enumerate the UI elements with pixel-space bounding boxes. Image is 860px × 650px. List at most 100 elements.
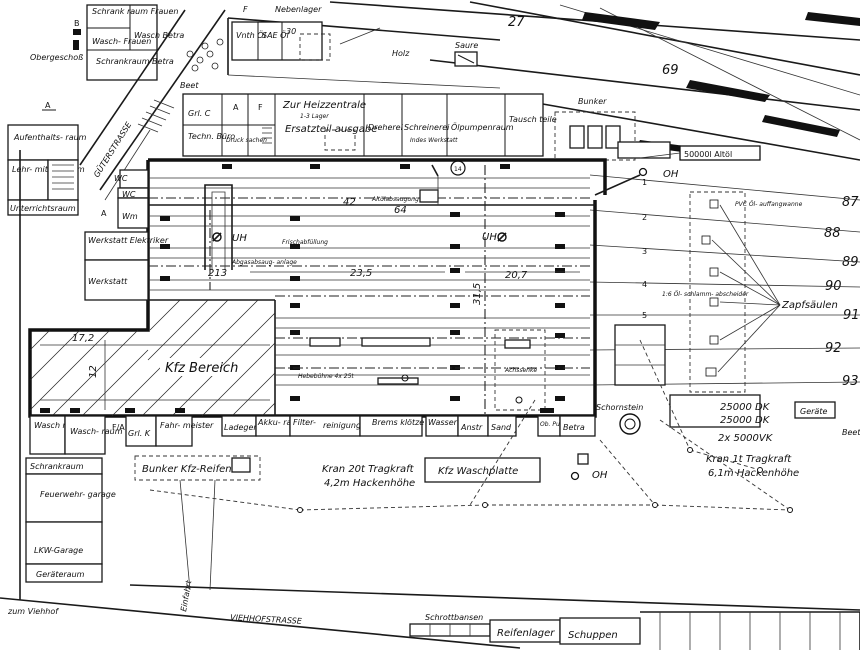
room-sand: Sand — [491, 423, 512, 432]
room-ersatzteilausgabe: Ersatzteil ausgabe — [285, 124, 377, 135]
label-kran-20t-hoehe: 4,2m Hackenhöhe — [324, 478, 415, 489]
railway-tracks: 27 69 87 88 89 90 91 92 93 — [329, 1, 860, 389]
fuel-station: OH 1 2 3 4 5 6 7 PVC Öl- auffangwanne 1:… — [594, 167, 860, 444]
label-hebebuehne: Hebebühne 4x 25t — [298, 373, 354, 380]
room-vnth-oel: Vnth Öl — [236, 30, 267, 40]
label-schornstein: Schornstein — [596, 403, 643, 412]
label-nebenlager: Nebenlager — [275, 5, 322, 14]
tank-vk: 2x 5000VK — [718, 433, 774, 444]
room-unterrichtsraum: Unterrichtsraum — [10, 204, 76, 213]
label-b-top: B — [74, 19, 80, 28]
garages: Schrankraum Feuerwehr- garage LKW-Garage… — [19, 150, 116, 600]
room-tauschteile: Tausch teile — [509, 115, 557, 124]
label-schrottbansen: Schrottbansen — [425, 613, 483, 622]
room-reinigung: reinigung — [323, 421, 361, 430]
room-waschraum-b: Wasch- raum — [70, 427, 123, 436]
room-filter: Filter- — [293, 418, 316, 427]
label-frischabfuellung: Frischabfüllung — [282, 239, 328, 246]
label-saure: Saure — [455, 41, 478, 50]
label-a-west: A — [101, 209, 107, 218]
north-room-row: Grl. C Techn. Büro A F Druck sachen Zur … — [182, 93, 557, 157]
street-viehhofstrasse: VIEHHOFSTRASSE — [230, 613, 303, 626]
label-kran-1t-hoehe: 6,1m Hackenhöhe — [708, 468, 799, 479]
room-schreinerei: Schreinerei — [404, 123, 450, 132]
label-schlammabscheider: 1:6 Öl- schlamm- abscheider — [662, 291, 749, 298]
track-87: 87 — [842, 195, 859, 210]
yard-area: Bunker Kfz-Reifen Kfz Waschplatte Kran 2… — [134, 339, 799, 513]
west-rooms: WC WC Wm A Werkstatt Elektriker Werkstat… — [84, 169, 169, 301]
label-oh-south: OH — [592, 470, 608, 481]
lane-2: 2 — [642, 213, 647, 222]
area-kfz-bereich: Kfz Bereich — [165, 361, 238, 376]
lane-4: 4 — [642, 280, 647, 289]
label-fa: F/A — [112, 423, 125, 432]
dim-23-5: 23,5 — [350, 268, 372, 279]
viehhofstrasse: zum Viehhof VIEHHOFSTRASSE Einfahrt Schr… — [0, 479, 860, 650]
room-feuerwehrgarage: Feuerwehr- garage — [40, 490, 116, 499]
room-fahrmeister: Fahr- meister — [160, 421, 214, 430]
label-obergeschoss: Obergeschoß — [30, 53, 83, 62]
label-altoelabsaugung: Altölabsaugung — [371, 196, 419, 203]
room-schrankraum-frauen: Schrank raum Frauen — [92, 7, 178, 16]
room-sae-oel: SAE Öl — [262, 30, 289, 40]
label-uh-left: UH — [232, 233, 247, 244]
label-beet-right: Beet — [842, 428, 860, 437]
room-ladeger: Ladeger — [224, 423, 257, 432]
lane-3: 3 — [642, 247, 647, 256]
room-wc-2: WC — [122, 190, 136, 199]
room-number-30: 30 — [286, 27, 296, 36]
room-wc-1: WC — [114, 174, 128, 183]
tank-dk-1: 25000 DK — [720, 402, 771, 413]
room-ob-put: Ob. Put — [540, 421, 563, 428]
track-89: 89 — [842, 255, 859, 270]
track-27: 27 — [508, 15, 525, 30]
label-a-north: A — [233, 103, 239, 112]
label-altoel: 50000l Altöl — [684, 150, 732, 159]
room-drucksachen: Druck sachen — [226, 137, 267, 144]
dim-42: 42 — [343, 197, 356, 208]
room-akkuraum: Akku- raum — [257, 418, 305, 427]
room-waschraum-betra: Wasch Betra — [134, 31, 184, 40]
room-aufenthaltsraum: Aufenthalts- raum — [13, 133, 87, 142]
track-91: 91 — [843, 308, 860, 323]
room-geraeteraum: Geräteraum — [36, 570, 85, 579]
room-schuppen: Schuppen — [568, 630, 618, 641]
label-zum-viehhof: zum Viehhof — [7, 607, 59, 616]
label-bunker: Bunker — [578, 97, 607, 106]
room-dreherei: Dreherei — [368, 123, 404, 132]
label-zapfsaeulen: Zapfsäulen — [781, 300, 838, 311]
label-oh-north: OH — [663, 169, 679, 180]
room-grl-c: Grl. C — [188, 109, 211, 118]
label-uh-right: UH — [482, 232, 497, 243]
bunker-area: Bunker 50000l Altöl — [554, 97, 761, 161]
label-kfz-waschplatte: Kfz Waschplatte — [438, 466, 518, 477]
label-14: 14 — [454, 166, 462, 173]
label-einfahrt: Einfahrt — [179, 579, 193, 612]
trees — [186, 38, 224, 72]
dim-64: 64 — [394, 205, 407, 216]
dim-17-2: 17,2 — [72, 333, 94, 344]
track-69: 69 — [662, 63, 679, 78]
room-werkstatt: Werkstatt — [88, 277, 128, 286]
label-kran-20t: Kran 20t Tragkraft — [322, 464, 415, 475]
room-schrankraum: Schrankraum — [30, 462, 84, 471]
room-lkw-garage: LKW-Garage — [34, 546, 83, 555]
room-bremskloetze: Brems klötze — [372, 418, 424, 427]
lane-5: 5 — [642, 311, 647, 320]
room-waschraum-frauen: Wasch- Frauen — [92, 37, 151, 46]
label-abgasabsauganlage: Abgasabsaug- anlage — [231, 259, 297, 266]
label-bunker-kfz-reifen: Bunker Kfz-Reifen — [142, 464, 232, 475]
track-88: 88 — [824, 226, 841, 241]
main-hall: 14 Altölabsaugung 42 64 UH UH Frischabfü… — [28, 158, 607, 418]
room-lager: 1-3 Lager — [300, 113, 329, 120]
kfz-hatching — [29, 299, 276, 417]
label-f-north: F — [258, 103, 263, 112]
staff-annex: Schrank raum Frauen Wasch- Frauen Wasch … — [7, 4, 184, 216]
label-zur-heizzentrale: Zur Heizzentrale — [282, 100, 366, 111]
room-waschraum-a: Wasch raum — [34, 421, 84, 430]
room-grl-k: Grl. K — [128, 429, 151, 438]
lane-1: 1 — [642, 178, 647, 187]
track-93: 93 — [842, 374, 859, 389]
room-wm: Wm — [122, 212, 138, 221]
